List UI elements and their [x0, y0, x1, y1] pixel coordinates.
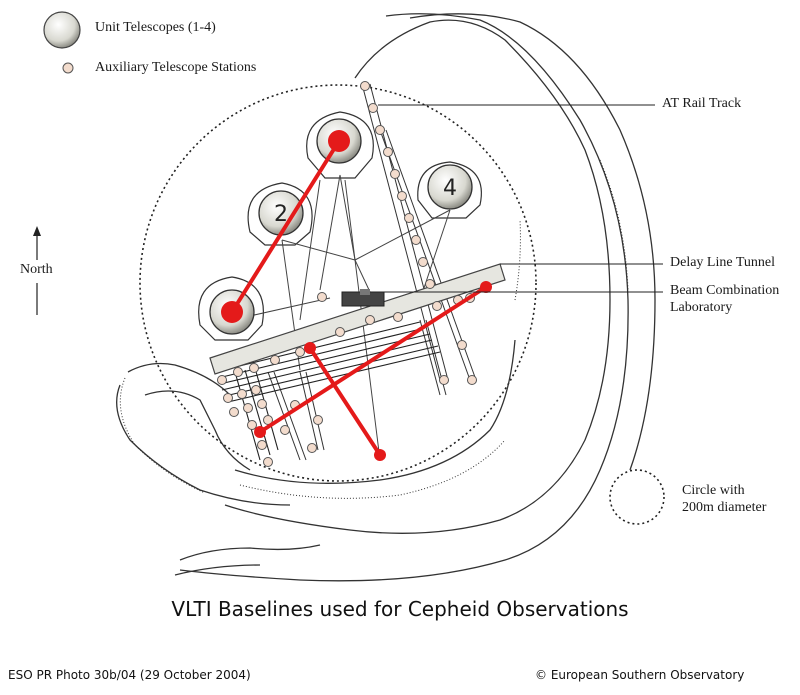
aux-endpoint-1: [254, 426, 266, 438]
baseline-ut1-ut3: [230, 139, 341, 314]
baseline-aux-b: [308, 346, 382, 457]
north-label: North: [20, 262, 53, 277]
copyright: © European Southern Observatory: [535, 668, 745, 682]
laboratory-label: Laboratory: [670, 300, 733, 315]
ut-pedestals: [198, 111, 482, 341]
legend-unit-telescopes-label: Unit Telescopes (1-4): [95, 20, 216, 35]
legend-aux-station-icon: [62, 62, 74, 74]
unit-telescope-4: [427, 164, 473, 210]
legend-aux-stations-label: Auxiliary Telescope Stations: [95, 60, 257, 75]
circle-label-line1: Circle with: [682, 483, 745, 498]
baseline-aux-a: [258, 285, 488, 434]
at-rail-track-label: AT Rail Track: [662, 96, 742, 111]
baseline-endpoints: [221, 130, 492, 461]
legend-unit-telescope-icon: [43, 11, 81, 49]
scale-circle-icon: [609, 469, 665, 525]
photo-credit: ESO PR Photo 30b/04 (29 October 2004): [8, 668, 251, 682]
figure-caption: VLTI Baselines used for Cepheid Observat…: [171, 597, 629, 621]
ut2-number: 2: [274, 202, 288, 227]
beam-combination-lab: [341, 289, 385, 307]
eso-logo-stars: [746, 640, 790, 684]
aux-stations: [217, 81, 477, 467]
ut4-number: 4: [443, 176, 457, 201]
ut1-marker: [221, 301, 243, 323]
circle-label-line2: 200m diameter: [682, 500, 767, 515]
ut3-marker: [328, 130, 350, 152]
terrain-outline: [116, 13, 656, 582]
aux-endpoint-2: [480, 281, 492, 293]
aux-endpoint-3: [304, 342, 316, 354]
leader-lines: [372, 104, 663, 293]
north-arrow-icon: [33, 226, 41, 315]
beam-combination-label: Beam Combination: [670, 283, 780, 298]
baselines: [230, 139, 488, 457]
site-circle: [139, 84, 537, 482]
terrain-hatch: [119, 159, 629, 499]
aux-endpoint-4: [374, 449, 386, 461]
rail-grid: [214, 321, 441, 461]
delay-line-tunnel-label: Delay Line Tunnel: [670, 255, 775, 270]
